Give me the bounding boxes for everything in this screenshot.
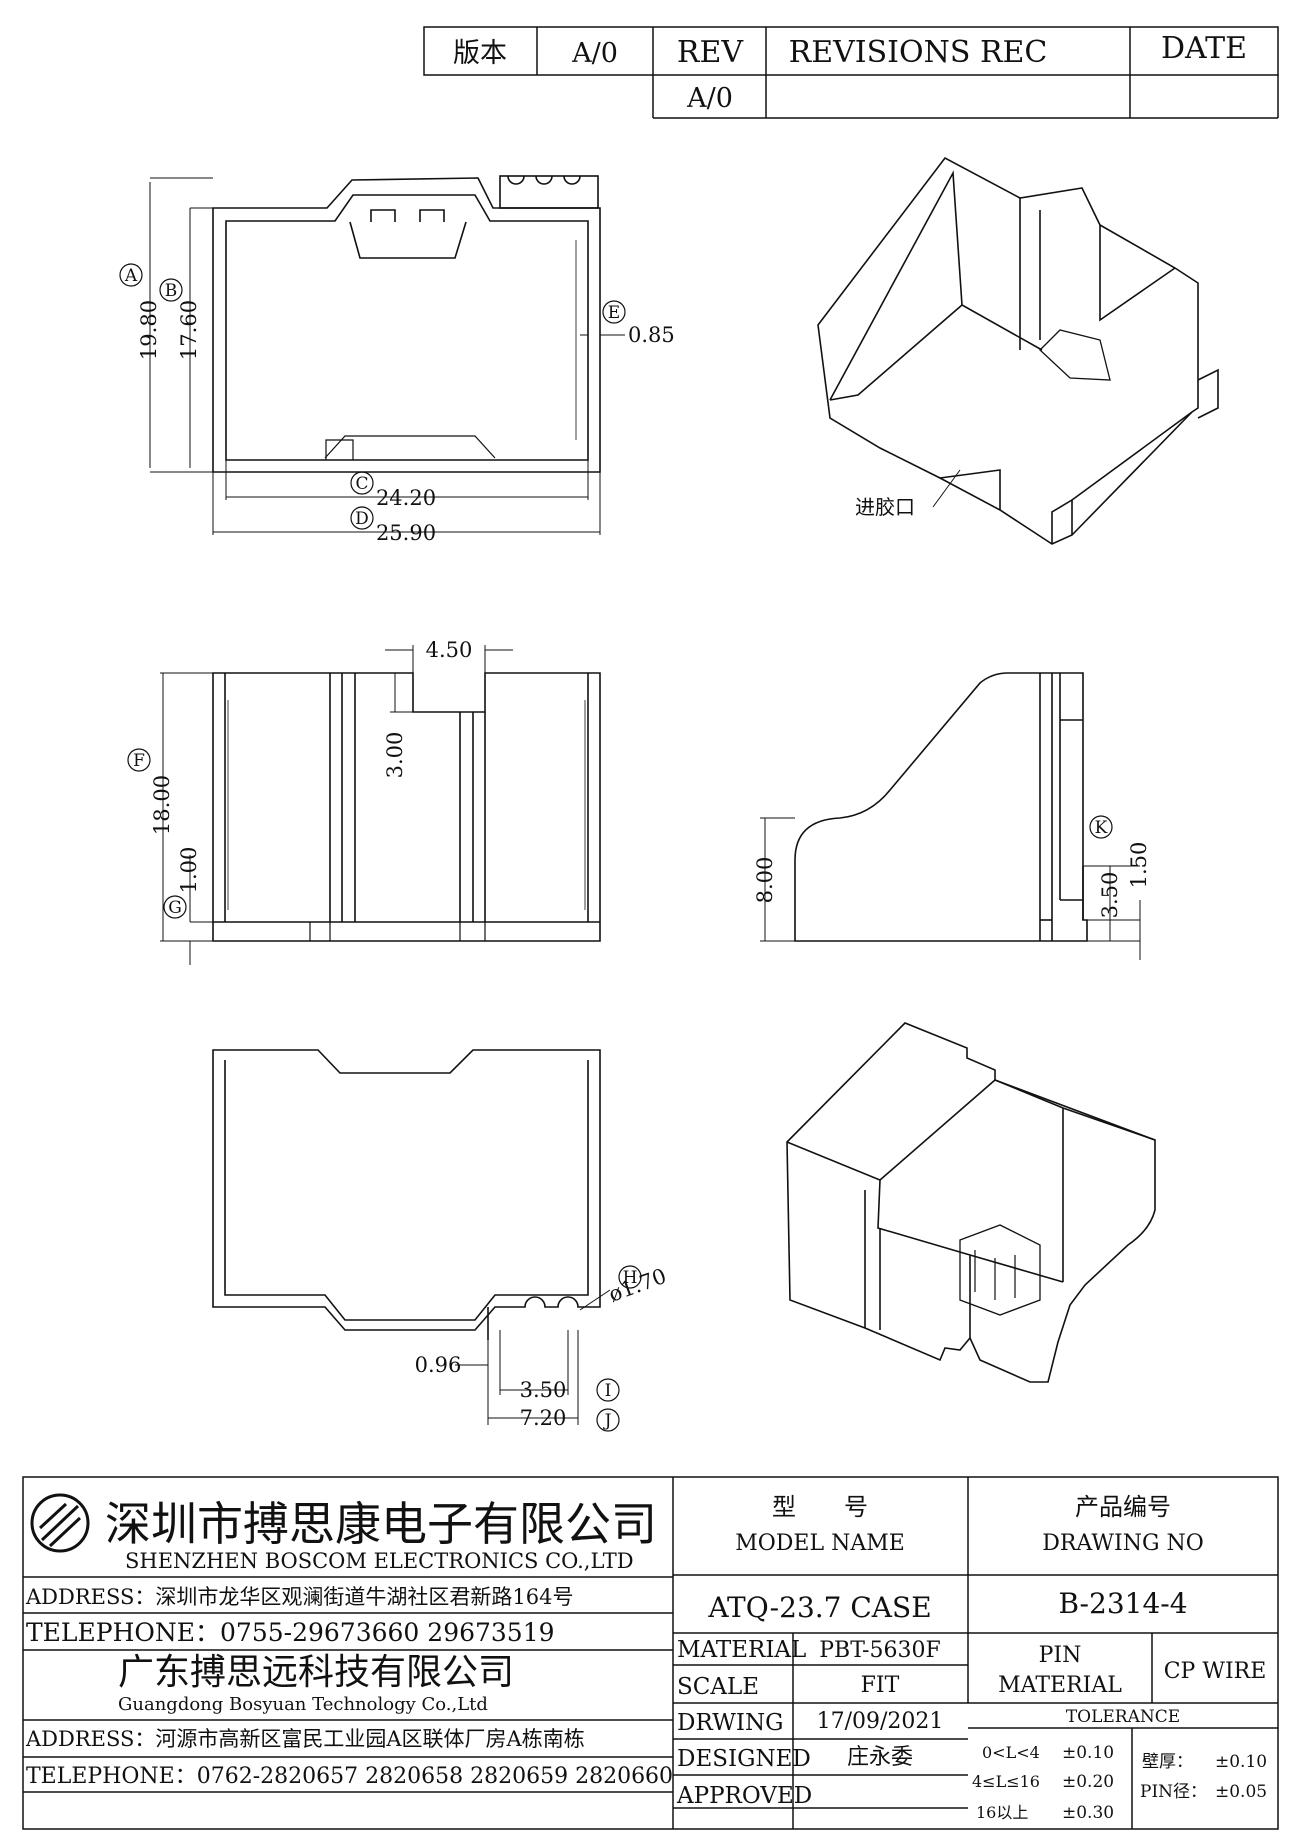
title-block-grid bbox=[22, 1476, 1279, 1830]
side-view-dimensions bbox=[760, 817, 1141, 960]
address-1: ADDRESS：深圳市龙华区观澜街道牛湖社区君新路164号 bbox=[25, 1585, 573, 1609]
material-value: PBT-5630F bbox=[819, 1638, 941, 1663]
front-view bbox=[212, 672, 601, 942]
model-label-cn: 型 号 bbox=[772, 1493, 868, 1521]
dim-a-value: 19.80 bbox=[137, 300, 161, 360]
pin-material-label-2: MATERIAL bbox=[998, 1673, 1122, 1698]
callout-j: J bbox=[603, 1411, 612, 1431]
drwing-value: 17/09/2021 bbox=[817, 1709, 944, 1734]
company2-cn: 广东搏思远科技有限公司 bbox=[118, 1652, 514, 1693]
gate-label: 进胶口 bbox=[855, 495, 915, 519]
scale-label: SCALE bbox=[677, 1674, 759, 1700]
top-view-callouts: A B C D E bbox=[119, 263, 626, 530]
dim-g-value: 1.00 bbox=[177, 847, 201, 894]
callout-d: D bbox=[355, 509, 369, 529]
company-logo bbox=[30, 1493, 90, 1553]
pin-dia-value: ±0.05 bbox=[1215, 1782, 1267, 1802]
front-view-callouts: F G bbox=[127, 748, 187, 919]
telephone-1: TELEPHONE：0755-29673660 29673519 bbox=[26, 1618, 555, 1647]
callout-g: G bbox=[168, 898, 182, 918]
bottom-view-callouts: H I J bbox=[596, 1265, 642, 1432]
tol-value-3: ±0.30 bbox=[1062, 1803, 1114, 1823]
drwing-label: DRWING bbox=[677, 1710, 783, 1736]
dim-i-value: 3.50 bbox=[520, 1378, 567, 1402]
dim-096: 0.96 bbox=[415, 1353, 462, 1377]
pin-material-value: CP WIRE bbox=[1164, 1659, 1267, 1684]
side-view-callouts: K bbox=[1089, 815, 1113, 839]
tol-range-1: 0<L<4 bbox=[982, 1743, 1040, 1762]
designed-value: 庄永委 bbox=[847, 1745, 913, 1770]
revision-block bbox=[423, 26, 1279, 119]
iso-closed-view bbox=[786, 1022, 1156, 1383]
tol-value-2: ±0.20 bbox=[1062, 1772, 1114, 1792]
rev-value: A/0 bbox=[686, 83, 733, 114]
iso-open-view bbox=[817, 156, 1219, 545]
rev-label: REV bbox=[677, 35, 744, 70]
dim-side-height: 8.00 bbox=[753, 857, 777, 904]
material-label: MATERIAL bbox=[677, 1637, 806, 1663]
bottom-view-dimensions bbox=[455, 1289, 611, 1425]
version-value: A/0 bbox=[571, 38, 618, 69]
callout-a: A bbox=[124, 266, 138, 286]
dim-f-value: 18.00 bbox=[150, 775, 174, 835]
callout-i: I bbox=[605, 1381, 612, 1401]
company-cn: 深圳市搏思康电子有限公司 bbox=[105, 1497, 657, 1551]
dim-slot-depth: 3.00 bbox=[383, 732, 407, 779]
pin-dia-label: PIN径： bbox=[1140, 1782, 1207, 1802]
pin-material-label-1: PIN bbox=[1039, 1643, 1082, 1668]
tol-value-1: ±0.10 bbox=[1062, 1743, 1114, 1763]
dim-slot-width: 4.50 bbox=[426, 638, 473, 662]
wall-value: ±0.10 bbox=[1215, 1752, 1267, 1772]
address-2: ADDRESS：河源市高新区富民工业园A区联体厂房A栋南栋 bbox=[25, 1727, 585, 1751]
gate-leader bbox=[932, 469, 961, 508]
revisions-label: REVISIONS REC bbox=[789, 35, 1048, 70]
tol-range-2: 4≤L≤16 bbox=[972, 1772, 1040, 1791]
dim-side-350: 3.50 bbox=[1098, 872, 1122, 919]
drawing-label-cn: 产品编号 bbox=[1075, 1493, 1171, 1521]
tolerance-label: TOLERANCE bbox=[1066, 1707, 1180, 1727]
callout-k: K bbox=[1095, 818, 1108, 838]
top-view-dimensions bbox=[149, 177, 625, 535]
scale-value: FIT bbox=[861, 1673, 900, 1698]
dim-k-value: 1.50 bbox=[1127, 842, 1151, 889]
dim-c-value: 24.20 bbox=[376, 486, 436, 510]
side-view bbox=[794, 672, 1088, 942]
telephone-2: TELEPHONE：0762-2820657 2820658 2820659 2… bbox=[26, 1764, 673, 1789]
top-view bbox=[212, 175, 601, 473]
callout-c: C bbox=[355, 474, 368, 494]
company2-en: Guangdong Bosyuan Technology Co.,Ltd bbox=[118, 1694, 488, 1715]
approved-label: APPROVED bbox=[676, 1783, 812, 1809]
callout-b: B bbox=[165, 281, 178, 301]
dim-j-value: 7.20 bbox=[520, 1406, 567, 1430]
dim-e-value: 0.85 bbox=[628, 323, 675, 347]
company-en: SHENZHEN BOSCOM ELECTRONICS CO.,LTD bbox=[125, 1549, 634, 1573]
callout-e: E bbox=[608, 303, 620, 323]
callout-h: H bbox=[623, 1268, 638, 1288]
drawing-label-en: DRAWING NO bbox=[1042, 1531, 1204, 1556]
dim-b-value: 17.60 bbox=[177, 300, 201, 360]
date-label: DATE bbox=[1161, 31, 1247, 66]
dim-d-value: 25.90 bbox=[376, 521, 436, 545]
version-label: 版本 bbox=[453, 38, 507, 69]
model-label-en: MODEL NAME bbox=[735, 1531, 905, 1556]
wall-label: 壁厚： bbox=[1142, 1752, 1193, 1772]
callout-f: F bbox=[133, 751, 145, 771]
front-view-dimensions bbox=[160, 645, 513, 965]
model-value: ATQ-23.7 CASE bbox=[707, 1591, 931, 1624]
designed-label: DESIGNED bbox=[677, 1746, 811, 1772]
drawing-value: B-2314-4 bbox=[1058, 1587, 1187, 1620]
bottom-view bbox=[212, 1049, 601, 1340]
tol-range-3: 16以上 bbox=[976, 1803, 1028, 1822]
